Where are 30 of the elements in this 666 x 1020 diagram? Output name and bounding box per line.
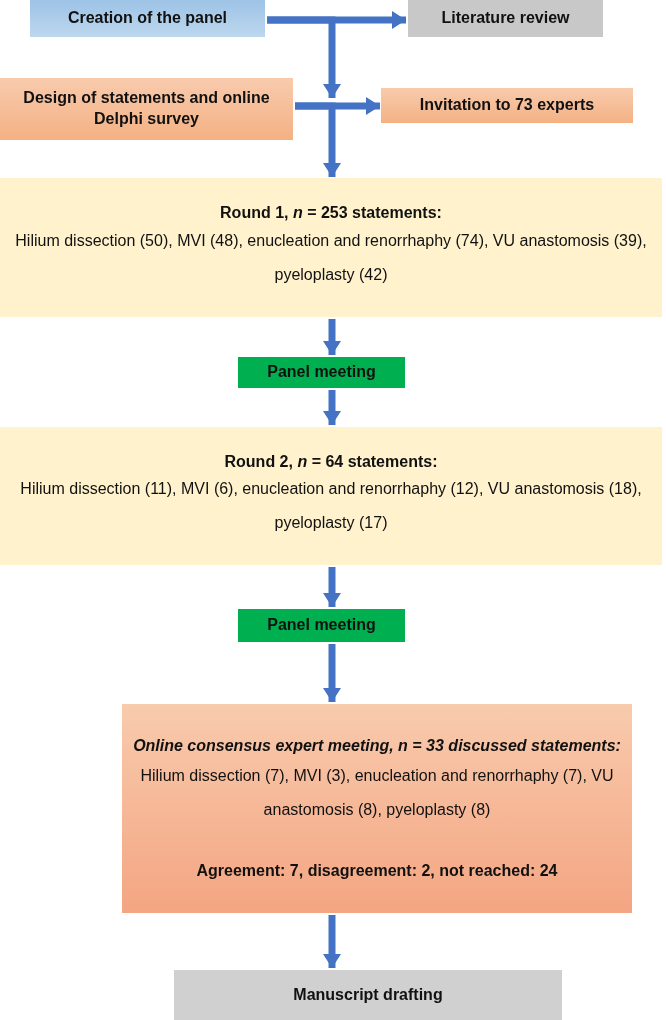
arrow	[323, 319, 341, 355]
process-box	[30, 0, 265, 37]
arrow	[323, 915, 341, 968]
box-heading: Creation of the panel	[66, 8, 229, 29]
box-text: Hilium dissection (7), MVI (3), enucleation and renorrhaphy (7), VU anastomosis (8), pyeloplasty (8)	[139, 765, 615, 820]
process-box	[381, 88, 633, 123]
round-box	[0, 427, 662, 565]
box-heading: Panel meeting	[266, 362, 377, 383]
box-heading: Panel meeting	[266, 615, 377, 636]
box-text: Hilium dissection (50), MVI (48), enucleation and renorrhaphy (74), VU anastomosis (39), pyeloplasty (42)	[14, 230, 648, 285]
arrow	[295, 102, 341, 177]
arrow	[323, 567, 341, 607]
box-heading: Literature review	[440, 8, 571, 29]
box-heading: Manuscript drafting	[292, 984, 444, 1005]
meeting-box	[238, 357, 405, 388]
process-box	[408, 0, 603, 37]
box-heading: Round 2, n = 64 statements:	[223, 451, 439, 472]
consensus-box	[122, 704, 632, 913]
meeting-box	[238, 609, 405, 642]
box-text: Agreement: 7, disagreement: 2, not reached: 24	[195, 860, 559, 881]
box-heading: Online consensus expert meeting, n = 33 discussed statements:	[132, 735, 622, 756]
box-text: Hilium dissection (11), MVI (6), enucleation and renorrhaphy (12), VU anastomosis (18), pyeloplasty (17)	[19, 479, 643, 534]
box-heading: Design of statements and online Delphi survey	[22, 88, 271, 129]
process-box	[174, 970, 562, 1020]
box-heading: Round 1, n = 253 statements:	[219, 203, 443, 224]
arrow	[323, 390, 341, 425]
process-box	[0, 78, 293, 140]
arrow	[323, 644, 341, 702]
box-heading: Invitation to 73 experts	[418, 95, 596, 116]
round-box	[0, 178, 662, 317]
